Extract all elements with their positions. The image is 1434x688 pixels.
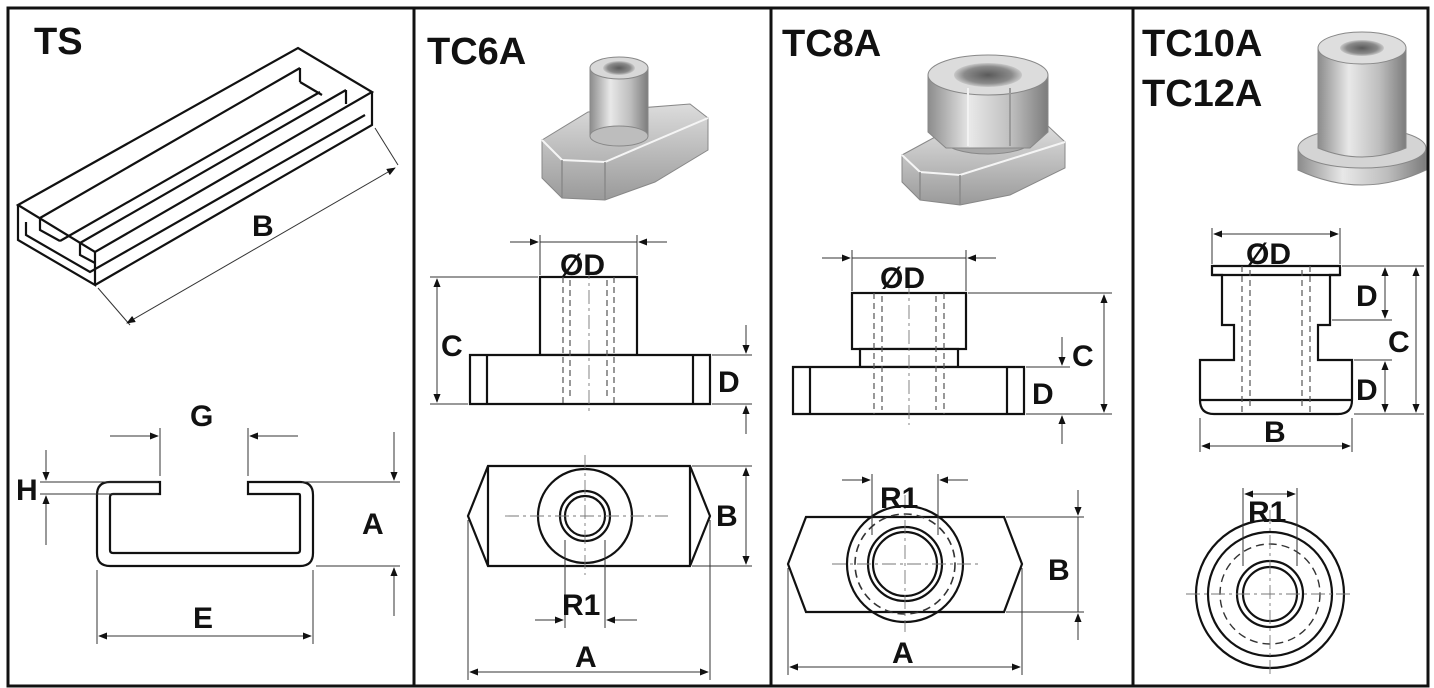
tc10a-label-d-bottom: D	[1356, 374, 1378, 407]
tc8a-label-d: D	[1032, 378, 1054, 411]
tc10a-label-b: B	[1264, 416, 1286, 449]
tc6a-label-d: D	[718, 366, 740, 399]
tc6a-dimension-diameter: ØD	[510, 235, 667, 282]
panel-frame	[6, 6, 1430, 688]
tc10a-label-diameter: ØD	[1246, 238, 1291, 271]
tc6a-title: TC6A	[427, 31, 526, 73]
tc6a-label-diameter: ØD	[560, 249, 605, 282]
tc6a-label-a: A	[575, 641, 597, 674]
tc8a-render	[901, 54, 1066, 206]
tc8a-label-diameter: ØD	[880, 262, 925, 295]
tc8a-dimension-a: A	[787, 568, 1023, 675]
tc10a-dimension-d-top: D	[1332, 265, 1392, 321]
tc10a-label-c: C	[1388, 326, 1410, 359]
panel-tc10a: TC10A TC12A ØD	[1142, 23, 1427, 678]
tc8a-title: TC8A	[782, 23, 881, 65]
tc10a-dimension-d-bottom: D	[1354, 359, 1392, 415]
tc10a-render	[1297, 31, 1427, 186]
panel-tc8a: TC8A	[782, 23, 1112, 675]
tc10a-dimension-b: B	[1199, 416, 1353, 452]
tc8a-label-a: A	[892, 637, 914, 670]
tc6a-dimension-r1: R1	[535, 540, 637, 628]
ts-rail-isometric	[15, 46, 375, 287]
ts-dimension-h: H	[16, 450, 158, 545]
tc6a-dimension-c: C	[430, 276, 538, 405]
tc6a-dimension-b: B	[692, 465, 752, 567]
tc6a-dimension-a: A	[467, 520, 711, 680]
ts-label-h: H	[16, 474, 38, 507]
tc8a-top-view	[786, 495, 1024, 632]
tc10a-dimension-diameter: ØD	[1211, 228, 1341, 271]
ts-label-b: B	[252, 210, 274, 243]
tc6a-label-r1: R1	[562, 589, 600, 622]
tc6a-label-b: B	[716, 500, 738, 533]
tc10a-title-line2: TC12A	[1142, 73, 1262, 115]
ts-dimension-e: E	[96, 570, 314, 644]
ts-label-g: G	[190, 400, 213, 433]
tc10a-top-view	[1186, 510, 1354, 678]
tc8a-front-view	[791, 280, 1026, 425]
ts-label-a: A	[362, 508, 384, 541]
tc10a-title-line1: TC10A	[1142, 23, 1262, 65]
tc8a-label-r1: R1	[880, 482, 918, 515]
tc8a-label-c: C	[1072, 340, 1094, 373]
tc10a-dimension-c: C	[1388, 265, 1424, 415]
ts-label-e: E	[193, 602, 213, 635]
tc6a-top-view	[466, 455, 712, 575]
tc6a-render	[541, 56, 709, 201]
ts-dimension-b: B	[97, 127, 399, 326]
tc8a-label-b: B	[1048, 554, 1070, 587]
ts-cross-section	[95, 480, 315, 568]
tc6a-label-c: C	[441, 330, 463, 363]
ts-dimension-a: A	[302, 432, 400, 616]
tc6a-dimension-d: D	[712, 325, 752, 434]
tc10a-label-d-top: D	[1356, 280, 1378, 313]
tc8a-dimension-d: D	[1026, 337, 1070, 444]
tc10a-front-view	[1198, 264, 1354, 416]
tc10a-label-r1: R1	[1248, 496, 1286, 529]
panel-tc6a: TC6A ØD	[427, 31, 752, 680]
ts-dimension-g: G	[110, 400, 298, 476]
tc6a-front-view	[468, 265, 712, 415]
tc8a-dimension-b: B	[1006, 490, 1084, 640]
tc8a-dimension-c: C	[968, 292, 1112, 415]
tc8a-dimension-diameter: ØD	[822, 250, 996, 295]
panel-ts: TS B G	[15, 21, 400, 644]
tc10a-dimension-r1: R1	[1242, 488, 1298, 566]
tc8a-dimension-r1: R1	[842, 474, 968, 535]
ts-title: TS	[34, 21, 83, 63]
